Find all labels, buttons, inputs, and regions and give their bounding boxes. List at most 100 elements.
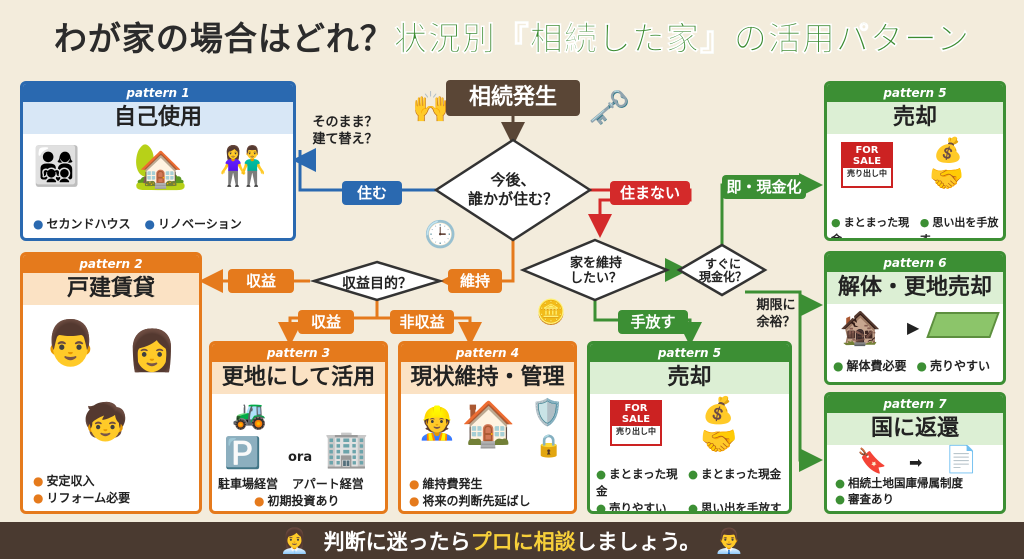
decision-keep [519, 238, 671, 302]
decision-live-text: 今後、 誰かが住む？ [467, 171, 558, 208]
pattern6-title: 解体・更地売却 [827, 272, 1003, 304]
apartment-icon: 🏢 [324, 429, 369, 470]
decision-profit [309, 260, 445, 302]
pattern2-bullet-0: 安定収入 [33, 473, 130, 490]
pattern5a-bullet-3: 思い出を手放す [688, 500, 788, 511]
pattern5b-panel: pattern 5 売却 FOR SALE 売り出し中 💰 🤝 まとまった現金 … [824, 81, 1006, 241]
pattern1-bullet-1: リノベーション [145, 216, 242, 233]
for-sale-sign: FOR SALE 売り出し中 [841, 142, 893, 188]
label-live-no: 住まない [610, 181, 690, 205]
label-profit-yes2: 収益 [298, 310, 354, 334]
pattern3-bullet-2: 初期投資あり [218, 493, 364, 510]
title-part2: 状況別『相続した家』の活用パターン [393, 19, 971, 59]
pattern6-panel: pattern 6 解体・更地売却 🏚️ ▶ 解体費必要 売りやすい [824, 251, 1006, 385]
handshake-icon: 🤝 [700, 424, 738, 459]
pattern7-title: 国に返還 [827, 413, 1003, 445]
footer-part3: しましょう。 [575, 529, 701, 554]
pattern4-tag: pattern 4 [401, 344, 574, 362]
couple-icon: 👫 [219, 144, 267, 188]
footer-part1: 判断に迷ったら [323, 529, 471, 554]
family-icon: 👨‍👩‍👧‍👦 [33, 144, 81, 188]
pattern4-bullet-1: 将来の判断先延ばし [409, 493, 530, 510]
label-profit-yes: 収益 [228, 269, 294, 293]
landlord-icon: 👨 [43, 318, 98, 369]
arrow-icon: ➡ [909, 453, 923, 472]
pattern7-bullet-0: 相続土地国庫帰属制度 [835, 475, 963, 491]
demolition-icon: 🏚️ [839, 308, 882, 348]
pattern3-panel: pattern 3 更地にして活用 🚜 🅿️ ora 🏢 駐車場経営 アパート経… [209, 341, 388, 514]
house-icon: 🏠 [461, 399, 516, 450]
label-profit-no: 非収益 [390, 310, 454, 334]
pattern6-tag: pattern 6 [827, 254, 1003, 272]
pattern2-bullet-1: リフォーム必要 [33, 490, 130, 507]
pattern5a-bullet-2: 売りやすい [596, 500, 688, 511]
pattern5a-title: 売却 [590, 362, 789, 394]
key-icon: 🗝️ [588, 88, 631, 128]
pattern3-bullet-1: アパート経営 [292, 477, 364, 491]
title-part1: わが家の場合はどれ？ [53, 19, 394, 58]
pattern4-bullet-0: 維持費発生 [409, 476, 531, 493]
worker-icon: 👷 [417, 404, 457, 442]
stamp-icon: 🔖 [857, 447, 887, 475]
money-bag-icon: 💰 [702, 396, 735, 426]
pattern5b-tag: pattern 5 [827, 84, 1003, 102]
for-sale-sub: 売り出し中 [616, 427, 656, 436]
pattern2-tag: pattern 2 [23, 255, 199, 273]
pattern3-tag: pattern 3 [212, 344, 385, 362]
pattern4-panel: pattern 4 現状維持・管理 👷 🏠 🛡️ 🔒 維持費発生 将来の判断先延… [398, 341, 577, 514]
decision-live [433, 138, 593, 242]
pattern2-title: 戸建賃貸 [23, 273, 199, 305]
pattern7-panel: pattern 7 国に返還 🔖 ➡ 📄 相続土地国庫帰属制度 審査あり [824, 392, 1006, 514]
pattern4-title: 現状維持・管理 [401, 362, 574, 394]
decision-profit-text: 収益目的？ [342, 276, 412, 292]
footer-part2: プロに相談 [470, 529, 576, 554]
coins-icon: 🪙 [536, 298, 566, 326]
parking-icon: 🅿️ [224, 436, 262, 471]
decision-cash [676, 243, 768, 297]
for-sale-text: FOR SALE [843, 144, 891, 168]
shield-icon: 🛡️ [531, 398, 564, 428]
footer-banner: 👩‍💼 判断に迷ったら プロに相談 しましょう。 👨‍💼 [0, 522, 1024, 559]
pattern5a-bullet-1: まとまった現金 [688, 466, 788, 500]
clock-icon: 🕒 [424, 220, 457, 250]
advisor-left-icon: 👩‍💼 [279, 526, 310, 555]
pattern5b-title: 売却 [827, 102, 1003, 134]
money-bag-icon: 💰 [933, 136, 963, 164]
handshake-icon: 🤝 [929, 162, 964, 195]
pattern5b-bullet-1: 思い出を手放す [920, 214, 1003, 238]
pattern1-panel: pattern 1 自己使用 👨‍👩‍👧‍👦 🏡 👫 セカンドハウス リノベーシ… [20, 81, 296, 241]
pattern7-bullet-1: 審査あり [835, 491, 963, 507]
advisor-right-icon: 👨‍💼 [714, 526, 745, 555]
tenant-icon: 👩 [127, 328, 177, 374]
document-icon: 📄 [945, 445, 978, 475]
decision-cash-text: すぐに 現金化？ [698, 257, 747, 284]
pattern3-bullet-0: 駐車場経営 [218, 477, 279, 491]
bulldozer-icon: 🚜 [232, 398, 267, 431]
pattern1-tag: pattern 1 [23, 84, 293, 102]
for-sale-sign: FOR SALE 売り出し中 [610, 400, 662, 446]
for-sale-sub: 売り出し中 [847, 169, 887, 178]
label-live-yes: 住む [342, 181, 402, 205]
pattern5a-panel: pattern 5 売却 FOR SALE 売り出し中 💰 🤝 まとまった現金 … [587, 341, 792, 514]
or-text: ora [288, 450, 313, 465]
pattern6-bullet-0: 解体費必要 [833, 358, 906, 375]
house-icon: 🏡 [133, 141, 188, 192]
note-rebuild: そのまま？ 建て替え？ [312, 115, 378, 147]
pattern7-tag: pattern 7 [827, 395, 1003, 413]
for-sale-text: FOR SALE [612, 402, 660, 426]
pattern5a-tag: pattern 5 [590, 344, 789, 362]
label-keep-yes: 維持 [448, 269, 502, 293]
page-title: わが家の場合はどれ？ 状況別『相続した家』の活用パターン [0, 0, 1024, 72]
pattern3-title: 更地にして活用 [212, 362, 385, 394]
start-node: 相続発生 [446, 80, 580, 116]
label-cash-yes: 即・現金化 [722, 175, 806, 199]
pattern5b-bullet-0: まとまった現金 [831, 214, 914, 238]
hands-icon: 🙌 [412, 90, 450, 125]
arrow-icon: ▶ [907, 318, 920, 337]
lock-icon: 🔒 [535, 434, 563, 459]
label-cash-no: 期限に 余裕？ [756, 298, 796, 330]
kids-icon: 🧒 [83, 402, 128, 443]
label-keep-no: 手放す [618, 310, 688, 334]
pattern1-title: 自己使用 [23, 102, 293, 134]
pattern5a-bullet-0: まとまった現金 [596, 466, 688, 500]
